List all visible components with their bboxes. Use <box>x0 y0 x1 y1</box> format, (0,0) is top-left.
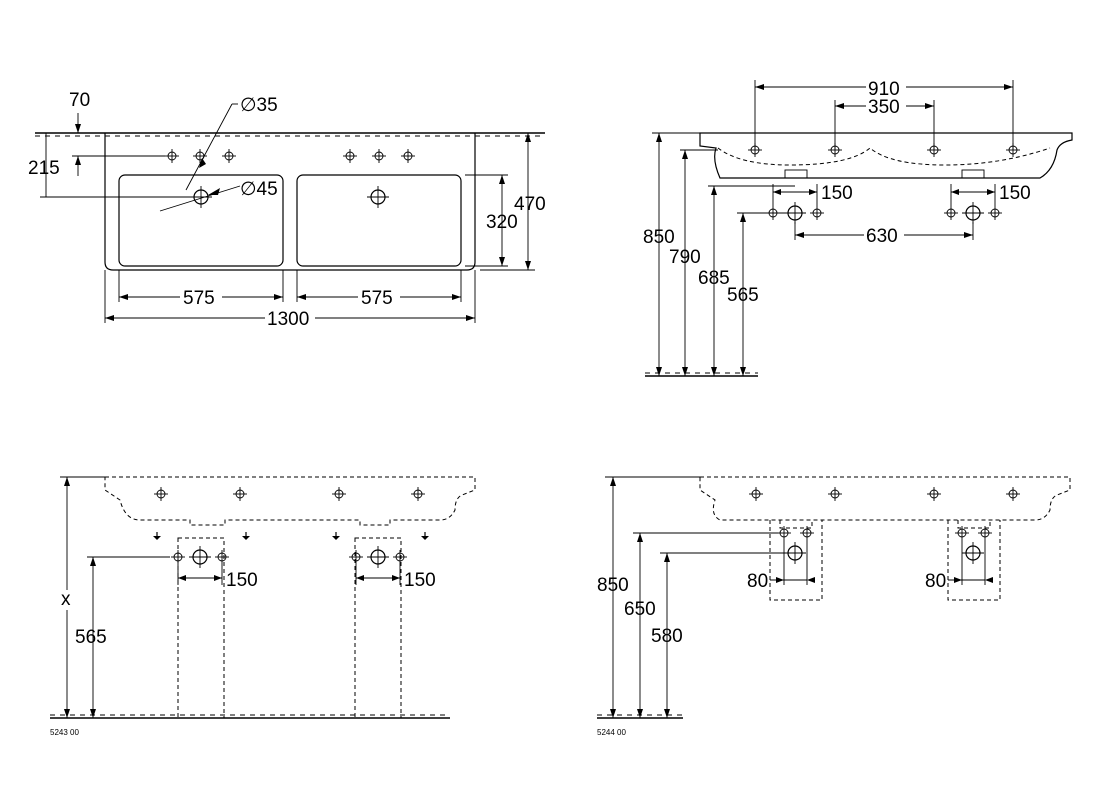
tap-hole-icon <box>400 148 416 164</box>
trap-cover-right <box>947 520 1001 601</box>
dia-35: ∅35 <box>240 95 278 116</box>
dim-850: 850 <box>597 575 629 596</box>
dim-70: 70 <box>69 90 90 111</box>
front-view-right: 80 80 5244 00 850 650 580 <box>597 476 1071 737</box>
drain-icon <box>189 185 213 209</box>
dim-80-left: 80 <box>747 571 768 592</box>
left-bowl <box>118 174 284 267</box>
tap-hole-icon <box>371 148 387 164</box>
tap-hole-icon <box>192 148 208 164</box>
pedestal-left <box>177 537 225 719</box>
washbasin-outline-dashed <box>699 476 1071 521</box>
side-view: 910 350 850 790 685 565 <box>643 77 1073 377</box>
washbasin-outline <box>104 133 476 271</box>
product-code: 5243 00 <box>50 728 79 737</box>
tap-hole-icon <box>342 148 358 164</box>
dim-575-right: 575 <box>361 288 393 309</box>
dim-1300: 1300 <box>267 309 309 330</box>
product-code: 5244 00 <box>597 728 626 737</box>
dim-150-right: 150 <box>404 570 436 591</box>
dim-x: x <box>61 589 71 610</box>
tap-hole-icon <box>221 148 237 164</box>
drain-icon <box>366 185 390 209</box>
dim-150-right: 150 <box>999 183 1031 204</box>
washbasin-front <box>699 132 1073 179</box>
dim-575-left: 575 <box>183 288 215 309</box>
dim-650: 650 <box>624 599 656 620</box>
trap-cover-left <box>769 520 823 601</box>
top-view: 70 215 ∅35 ∅45 470 320 <box>28 90 546 330</box>
dim-470: 470 <box>514 194 546 215</box>
dim-215: 215 <box>28 158 60 179</box>
dim-150-left: 150 <box>821 183 853 204</box>
dim-910: 910 <box>868 79 900 100</box>
dim-850: 850 <box>643 227 675 248</box>
washbasin-outline-dashed <box>104 476 476 526</box>
dim-790: 790 <box>669 247 701 268</box>
dim-630: 630 <box>866 226 898 247</box>
right-bowl <box>296 174 462 267</box>
dim-80-right: 80 <box>925 571 946 592</box>
tap-hole-icon <box>164 148 180 164</box>
dim-580: 580 <box>651 626 683 647</box>
dim-565: 565 <box>727 285 759 306</box>
dim-320: 320 <box>486 212 518 233</box>
dim-150-left: 150 <box>226 570 258 591</box>
front-view-left: 150 150 5243 00 x 565 <box>50 476 476 737</box>
dia-45: ∅45 <box>240 179 278 200</box>
dim-350: 350 <box>868 97 900 118</box>
dim-685: 685 <box>698 268 730 289</box>
dim-565: 565 <box>75 627 107 648</box>
